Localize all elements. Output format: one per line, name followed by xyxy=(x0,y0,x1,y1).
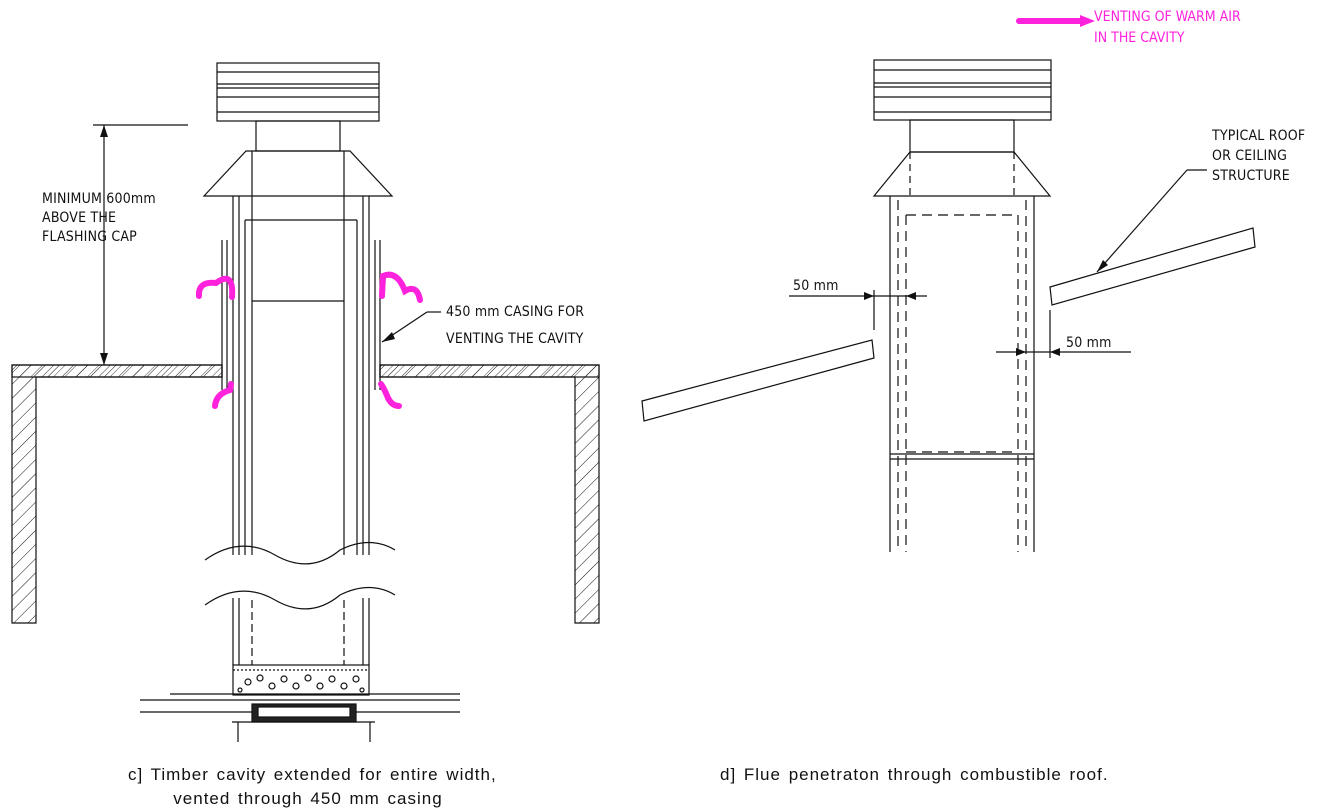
casing-note-line-1: 450 mm CASING FOR xyxy=(446,304,584,320)
caption-left-line-2: vented through 450 mm casing xyxy=(173,789,443,808)
gap-dimension-right xyxy=(996,310,1131,358)
legend-line-2: IN THE CAVITY xyxy=(1094,30,1185,46)
gravel-fill-left xyxy=(233,669,369,693)
caption-right-line-1: d] Flue penetraton through combustible r… xyxy=(720,765,1109,784)
roof-plank-right xyxy=(1049,227,1256,306)
height-note-line-3: FLASHING CAP xyxy=(42,229,137,245)
casing-leader-left xyxy=(381,311,441,343)
left-flue-diagram xyxy=(11,62,600,742)
roof-leader xyxy=(1096,169,1207,273)
flue-body-right xyxy=(889,196,1035,552)
warm-air-legend: VENTING OF WARM AIR IN THE CAVITY xyxy=(1094,9,1241,46)
casing-walls-left xyxy=(221,196,381,555)
height-dimension-left xyxy=(93,124,188,365)
gap-label-right: 50 mm xyxy=(1066,335,1112,351)
roof-note-line-1: TYPICAL ROOF xyxy=(1211,128,1305,144)
gap-label-left: 50 mm xyxy=(793,278,839,294)
roof-slab-left xyxy=(11,364,600,624)
flashing-cone-right xyxy=(872,151,1052,200)
flue-cap-left xyxy=(216,62,380,152)
gap-dimension-left xyxy=(789,290,927,330)
flashing-cone-left xyxy=(202,150,394,197)
break-lines-left xyxy=(204,541,396,610)
roof-note-line-3: STRUCTURE xyxy=(1212,168,1290,184)
warm-air-legend-arrow xyxy=(1016,15,1095,27)
warm-air-arrows-left xyxy=(195,271,423,409)
height-note-line-1: MINIMUM 600mm xyxy=(42,191,156,207)
caption-right: d] Flue penetraton through combustible r… xyxy=(720,763,1180,787)
roof-plank-left xyxy=(641,339,875,422)
height-note-line-2: ABOVE THE xyxy=(42,210,116,226)
casing-note-left: 450 mm CASING FOR VENTING THE CAVITY xyxy=(446,304,584,347)
flue-cap-right xyxy=(873,59,1052,153)
height-note-left: MINIMUM 600mm ABOVE THE FLASHING CAP xyxy=(42,191,156,245)
right-flue-diagram xyxy=(641,15,1256,552)
roof-note-line-2: OR CEILING xyxy=(1212,148,1287,164)
legend-line-1: VENTING OF WARM AIR xyxy=(1094,9,1241,25)
caption-left-line-1: c] Timber cavity extended for entire wid… xyxy=(128,765,497,784)
roof-note: TYPICAL ROOF OR CEILING STRUCTURE xyxy=(1211,128,1305,184)
lower-flue-left xyxy=(140,598,460,742)
casing-note-line-2: VENTING THE CAVITY xyxy=(446,331,584,347)
caption-left: c] Timber cavity extended for entire wid… xyxy=(128,763,497,811)
